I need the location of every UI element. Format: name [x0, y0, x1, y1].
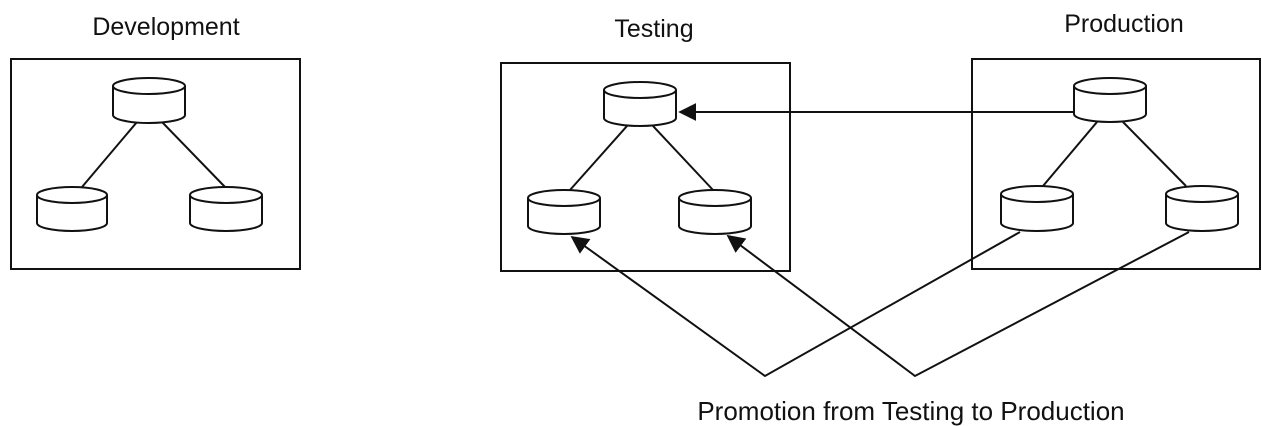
database-icon: [603, 81, 677, 127]
promotion-arrow-left-child: [570, 231, 1021, 378]
database-icon: [112, 77, 186, 124]
promotion-caption: Promotion from Testing to Production: [697, 396, 1124, 426]
production-box: [971, 58, 1261, 270]
database-icon: [1000, 185, 1074, 232]
production-title: Production: [1064, 10, 1184, 38]
promotion-arrow-right-child: [726, 231, 1190, 378]
database-icon: [527, 189, 601, 235]
development-box: [10, 58, 301, 270]
development-tree-links: [81, 121, 226, 188]
testing-tree-links: [569, 125, 714, 191]
database-icon: [36, 186, 108, 232]
development-title: Development: [92, 13, 239, 41]
database-icon: [189, 186, 263, 232]
testing-title: Testing: [614, 15, 693, 43]
testing-box: [500, 62, 791, 272]
database-icon: [1073, 77, 1147, 123]
production-tree-links: [1042, 121, 1187, 187]
database-icon: [678, 189, 752, 235]
database-icon: [1165, 185, 1239, 232]
